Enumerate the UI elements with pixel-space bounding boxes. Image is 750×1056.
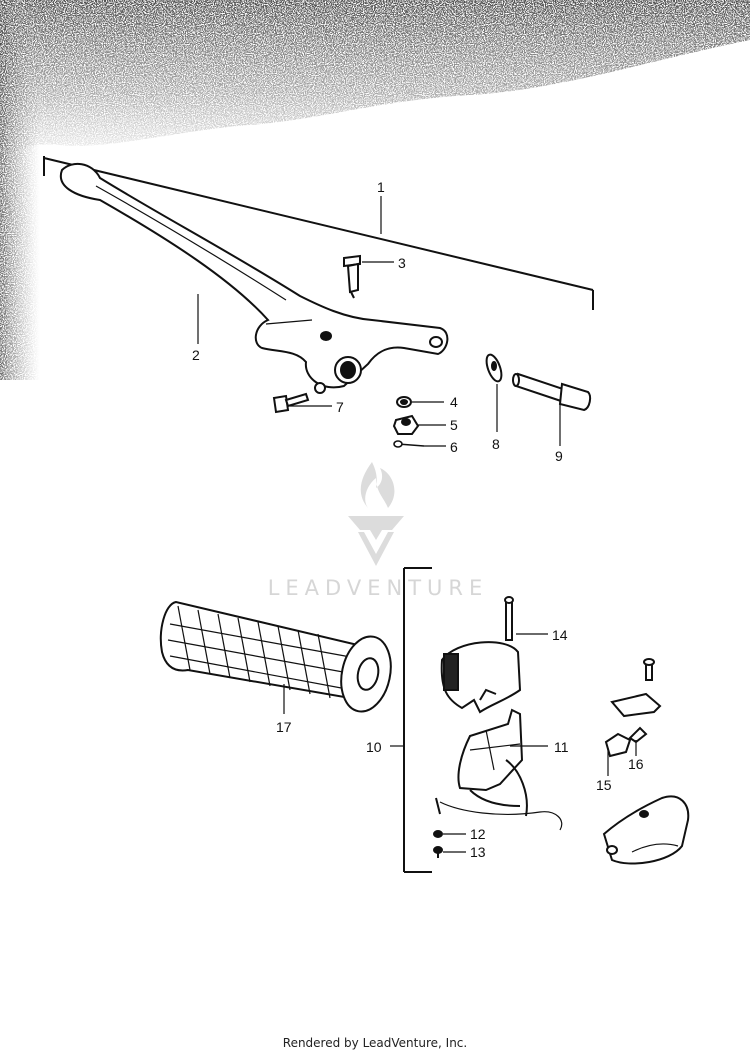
switch-assembly-bracket <box>390 567 432 873</box>
handlebar-grip <box>159 600 392 713</box>
callout-11: 11 <box>554 739 569 755</box>
callout-9: 9 <box>555 448 563 464</box>
callout-16: 16 <box>628 756 644 772</box>
callout-13: 13 <box>470 844 486 860</box>
adjuster-bolt <box>272 392 310 414</box>
callout-7: 7 <box>336 399 344 415</box>
switch-housing-upper <box>440 641 522 714</box>
switch-screw <box>504 596 514 641</box>
clutch-lever <box>59 162 449 394</box>
callout-3: 3 <box>398 255 406 271</box>
washer-small <box>396 396 412 408</box>
callout-12: 12 <box>470 826 486 842</box>
callout-6: 6 <box>450 439 458 455</box>
callout-2: 2 <box>192 347 200 363</box>
switch-housing-lower <box>602 795 690 865</box>
pivot-bolt <box>343 254 361 299</box>
scan-speckle <box>0 0 750 380</box>
switch-lock-washer <box>433 830 443 838</box>
cable-sleeve <box>512 372 592 412</box>
small-bracket <box>610 658 662 718</box>
cotter-pin <box>393 440 425 448</box>
switch-body <box>435 708 563 831</box>
switch-mount-screw <box>433 846 443 858</box>
callout-15: 15 <box>596 777 612 793</box>
lever-assembly-bracket <box>43 156 594 310</box>
callout-1: 1 <box>377 179 385 195</box>
callout-14: 14 <box>552 627 568 643</box>
flame-v-logo <box>348 462 404 566</box>
render-credit-footer: Rendered by LeadVenture, Inc. <box>282 1036 468 1050</box>
callout-17: 17 <box>276 719 292 735</box>
callout-8: 8 <box>492 436 500 452</box>
callout-4: 4 <box>450 394 458 410</box>
switch-clamp-part <box>604 726 648 758</box>
nut <box>392 414 420 435</box>
callout-10: 10 <box>366 739 382 755</box>
callout-5: 5 <box>450 417 458 433</box>
watermark-wordmark: LEADVENTURE <box>267 576 489 600</box>
washer-large <box>485 353 503 383</box>
